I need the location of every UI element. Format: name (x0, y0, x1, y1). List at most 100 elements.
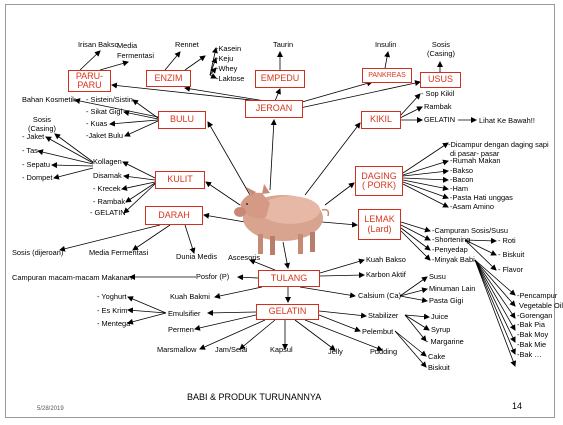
connector-arrow-52 (184, 224, 196, 254)
label-stabilizer: Stabilizer (368, 311, 399, 320)
label-susu: Susu (429, 272, 446, 281)
connector-arrow-15 (164, 51, 181, 71)
label-kollagen: Kollagen (93, 157, 122, 166)
label-dicampur: -Dicampur dengan daging sapi di pasar- p… (448, 140, 549, 159)
connector-arrow-65 (474, 259, 516, 355)
box-jeroan-label: JEROAN (255, 103, 293, 114)
label-dunia-medis: Dunia Medis (176, 252, 218, 261)
label-asam-amino: -Asam Amino (450, 202, 494, 211)
connector-arrow-94 (304, 319, 383, 351)
label-sop-kikil: - Sop Kikil (421, 89, 455, 98)
box-enzim: ENZIM (146, 70, 191, 87)
label-es-krim: - Es Krim (97, 306, 128, 315)
box-kulit: KULIT (155, 171, 205, 189)
connector-arrow-44 (402, 159, 449, 176)
label-penyedap: -Penyedap (432, 245, 468, 254)
label-minuman-lain: Minuman Lain (429, 284, 476, 293)
box-kikil-label: KIKIL (369, 114, 392, 125)
connector-arrow-1 (207, 121, 251, 196)
label-campuran-makanan: Campuran macam-macam Makanan (12, 273, 132, 282)
connector-arrow-16 (184, 55, 206, 71)
connector-arrow-25 (132, 99, 159, 119)
label-juice: Juice (431, 312, 449, 321)
label-sisten: - Sistein/Sistin (86, 95, 133, 104)
connector-arrow-78 (207, 309, 257, 316)
box-empedu: EMPEDU (255, 70, 305, 88)
slide-border (5, 4, 555, 418)
label-marsmallow: Marsmallow (157, 345, 197, 354)
label-dompet: - Dompet (22, 173, 53, 182)
label-gelatin-kikil: GELATIN (424, 115, 456, 124)
label-gelatin-kulit: - GELATIN (90, 208, 126, 217)
label-posfor: Posfor (P) (196, 272, 230, 281)
connector-arrow-45 (402, 168, 449, 177)
connector-arrow-72 (299, 286, 356, 299)
box-gelatin: GELATIN (256, 304, 319, 320)
connector-arrow-20 (209, 73, 217, 79)
box-jeroan: JEROAN (245, 100, 303, 118)
label-campuran-sosis: -Campuran Sosis/Susu (432, 226, 508, 235)
label-insulin: Insulin (375, 40, 397, 49)
connector-arrow-9 (184, 85, 266, 102)
connector-arrow-67 (249, 259, 276, 271)
connector-arrow-40 (37, 149, 94, 165)
label-media-fermentasi-top: Media Fermentasi (117, 41, 154, 60)
label-sosis-casing-left: Sosis (Casing) (28, 115, 56, 134)
label-roti: - Roti (498, 236, 516, 245)
connector-arrow-56 (400, 230, 431, 261)
connector-arrow-11 (294, 80, 373, 105)
connector-arrow-68 (319, 258, 365, 274)
connector-arrow-62 (474, 259, 516, 319)
label-permen: Permen (168, 325, 194, 334)
label-ascesoris: Ascesoris (228, 253, 261, 262)
label-jelly: Jelly (328, 347, 343, 356)
connector-arrow-87 (404, 314, 427, 342)
connector-arrow-77 (399, 295, 428, 304)
label-media-fermentasi-darah: Media Fermentasi (89, 248, 149, 257)
connector-arrow-22 (384, 51, 391, 69)
connector-arrow-48 (402, 181, 449, 200)
connector-arrow-0 (269, 119, 277, 191)
label-pelembut: Pelembut (362, 327, 394, 336)
label-mentega: - Mentega (97, 319, 131, 328)
connector-arrow-69 (319, 272, 365, 279)
connector-arrow-88 (394, 330, 427, 357)
label-krecek: - Krecek (93, 184, 121, 193)
label-bakso: -Bakso (450, 166, 474, 175)
connector-arrow-5 (203, 212, 246, 223)
label-margarine: - Margarine (426, 337, 464, 346)
connector-arrow-10 (274, 88, 281, 102)
label-kasein: -Kasein (216, 44, 242, 53)
connector-arrow-91 (239, 319, 276, 350)
box-daging-label: DAGING ( PORK) (361, 170, 397, 190)
connector-arrow-13 (79, 50, 101, 71)
connector-arrow-41 (51, 162, 94, 169)
connector-arrow-4 (324, 182, 355, 206)
label-whey: -Whey (216, 64, 238, 73)
connector-arrow-93 (294, 319, 336, 351)
connector-arrow-47 (402, 179, 449, 191)
box-darah: DARAH (145, 206, 203, 225)
connector-arrow-53 (400, 221, 431, 233)
box-enzim-label: ENZIM (154, 72, 183, 83)
box-bulu: BULU (158, 111, 206, 129)
connector-arrow-30 (399, 106, 423, 119)
label-sosis-dijeroan: Sosis (dijeroan) (12, 248, 64, 257)
label-disamak: Disamak (93, 171, 122, 180)
label-sepatu: - Sepatu (22, 160, 50, 169)
label-biskuit: - Biskuit (498, 250, 525, 259)
connector-arrow-36 (125, 182, 156, 203)
connector-arrow-80 (127, 296, 167, 314)
pig-illustration (234, 184, 330, 255)
box-usus: USUS (420, 72, 461, 88)
label-karbon-aktif: Karbon Aktif (366, 270, 406, 279)
connector-arrow-39 (45, 136, 94, 164)
box-kikil: KIKIL (361, 111, 401, 129)
box-usus-label: USUS (427, 74, 453, 85)
box-gelatin-label: GELATIN (268, 306, 307, 317)
label-minyak-babi: -Minyak Babi (432, 255, 475, 264)
connector-arrow-59 (464, 239, 497, 271)
connector-arrow-76 (399, 287, 428, 297)
